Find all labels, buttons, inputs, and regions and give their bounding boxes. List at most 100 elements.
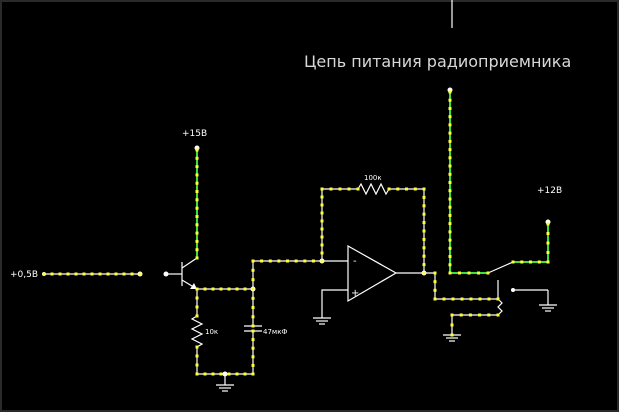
current-dot xyxy=(195,296,199,300)
current-dot xyxy=(448,139,452,143)
npn-transistor[interactable] xyxy=(166,257,198,290)
current-dot xyxy=(448,164,452,168)
current-dot xyxy=(277,259,281,263)
current-dot xyxy=(320,251,324,255)
current-dot xyxy=(422,263,426,267)
current-dot xyxy=(294,259,298,263)
current-dot xyxy=(251,324,255,328)
current-dot xyxy=(448,189,452,193)
current-dot xyxy=(448,107,452,110)
node-relay-nc[interactable] xyxy=(511,288,515,292)
ground-icon xyxy=(216,384,234,392)
current-dot xyxy=(195,181,199,185)
current-dot xyxy=(486,271,490,275)
current-dot xyxy=(195,305,199,309)
current-dot xyxy=(422,212,426,216)
current-dot xyxy=(433,280,437,284)
current-dot xyxy=(422,246,426,250)
current-dot xyxy=(195,156,199,160)
current-dot xyxy=(320,195,324,199)
current-dot xyxy=(448,90,452,94)
relay-coil[interactable] xyxy=(497,298,503,316)
current-dot xyxy=(448,246,452,250)
current-dot xyxy=(422,229,426,233)
current-dot xyxy=(219,287,223,291)
current-dot xyxy=(537,260,541,264)
current-dot xyxy=(448,263,452,267)
current-dot xyxy=(546,241,550,245)
resistor-10k[interactable] xyxy=(190,315,204,348)
current-dot xyxy=(50,272,54,276)
current-dot xyxy=(195,215,199,218)
current-dot xyxy=(260,259,264,263)
current-dot xyxy=(195,239,199,243)
current-dot xyxy=(448,230,452,234)
label-05v: +0,5В xyxy=(10,270,38,280)
current-dot xyxy=(448,222,452,226)
current-dot xyxy=(448,255,452,258)
current-dot xyxy=(448,123,452,127)
wire-emitter-to-opamp xyxy=(197,260,322,290)
current-dot xyxy=(195,165,199,169)
current-dot xyxy=(211,372,215,376)
current-dot xyxy=(448,181,452,184)
current-dot xyxy=(448,148,452,152)
label-10k: 10к xyxy=(205,328,218,336)
current-dot xyxy=(195,206,199,210)
current-dot xyxy=(396,187,400,191)
current-dot xyxy=(251,346,255,350)
current-dot xyxy=(58,272,62,276)
current-dot xyxy=(511,260,515,264)
current-dot xyxy=(195,345,199,349)
current-dot xyxy=(90,272,94,276)
current-dot xyxy=(98,272,102,276)
current-dot xyxy=(320,211,324,215)
current-dot xyxy=(467,271,471,275)
current-dot xyxy=(320,259,324,263)
current-dot xyxy=(243,372,247,376)
wire-feedback-right xyxy=(389,188,425,273)
current-dot xyxy=(251,306,255,309)
current-dot xyxy=(448,156,452,160)
current-dot xyxy=(251,268,255,272)
current-dot xyxy=(448,98,452,102)
current-dot xyxy=(211,287,215,291)
current-dot xyxy=(195,173,199,177)
resistor-100k[interactable] xyxy=(357,182,390,196)
current-dot xyxy=(329,187,333,191)
current-dot xyxy=(422,187,426,191)
current-dot xyxy=(66,272,70,276)
current-dot xyxy=(195,314,199,318)
wire-supply-vertical xyxy=(449,90,488,274)
current-dot xyxy=(251,287,255,291)
current-dot xyxy=(422,204,426,208)
current-dot xyxy=(195,198,199,202)
current-dot xyxy=(195,287,199,291)
current-dot xyxy=(469,297,473,301)
current-dot xyxy=(286,259,289,263)
wire-12v xyxy=(513,222,549,263)
current-dot xyxy=(203,372,207,376)
relay-switch-arm[interactable] xyxy=(487,261,514,274)
current-dot xyxy=(422,221,426,225)
current-dot xyxy=(422,237,426,241)
current-dot xyxy=(422,195,426,199)
opamp-minus-label: - xyxy=(353,256,357,267)
wire-relay-return xyxy=(451,314,498,335)
current-dot xyxy=(546,251,550,254)
current-dot xyxy=(195,231,199,235)
node-base[interactable] xyxy=(163,271,169,277)
current-dot xyxy=(195,248,199,252)
opamp[interactable] xyxy=(347,244,398,303)
current-dot xyxy=(138,272,142,276)
current-dot xyxy=(311,259,315,263)
current-dot xyxy=(195,354,199,358)
current-dot xyxy=(478,297,482,301)
current-dot xyxy=(468,313,472,317)
current-dot xyxy=(82,272,86,276)
circuit-title: Цепь питания радиоприемника xyxy=(304,52,571,71)
current-dot xyxy=(448,115,452,119)
current-dot xyxy=(433,288,437,292)
